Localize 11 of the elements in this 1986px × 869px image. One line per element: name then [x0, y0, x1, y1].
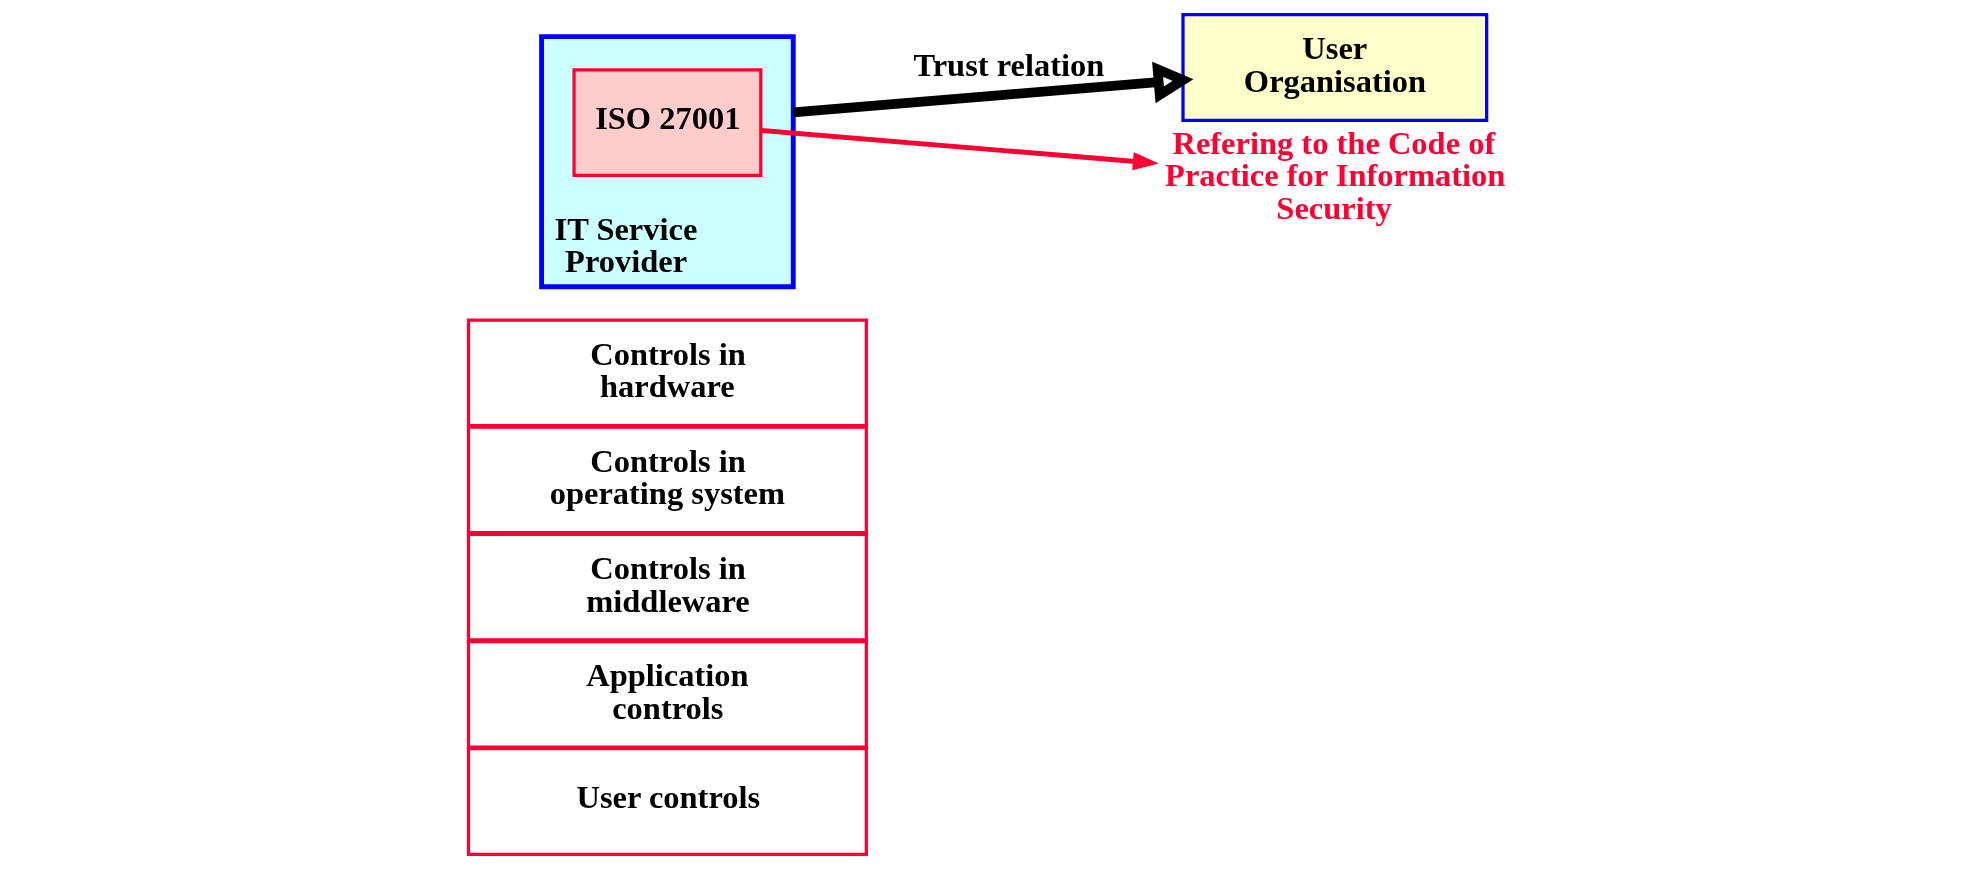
node-box: User Organisation: [1181, 13, 1489, 122]
node-box: Controls in middleware: [466, 532, 868, 642]
edge-label: Trust relation: [913, 46, 1105, 83]
node-box: Application controls: [466, 639, 868, 749]
node-box: Controls in operating system: [466, 425, 868, 535]
node-box: Controls in hardware: [466, 318, 868, 428]
node-box: ISO 27001: [572, 68, 763, 178]
node-box: User controls: [466, 747, 868, 856]
arrow: [761, 127, 1159, 171]
arrow: [792, 61, 1194, 118]
node-text: Refering to the Code of Practice for Information Security: [1165, 124, 1506, 226]
